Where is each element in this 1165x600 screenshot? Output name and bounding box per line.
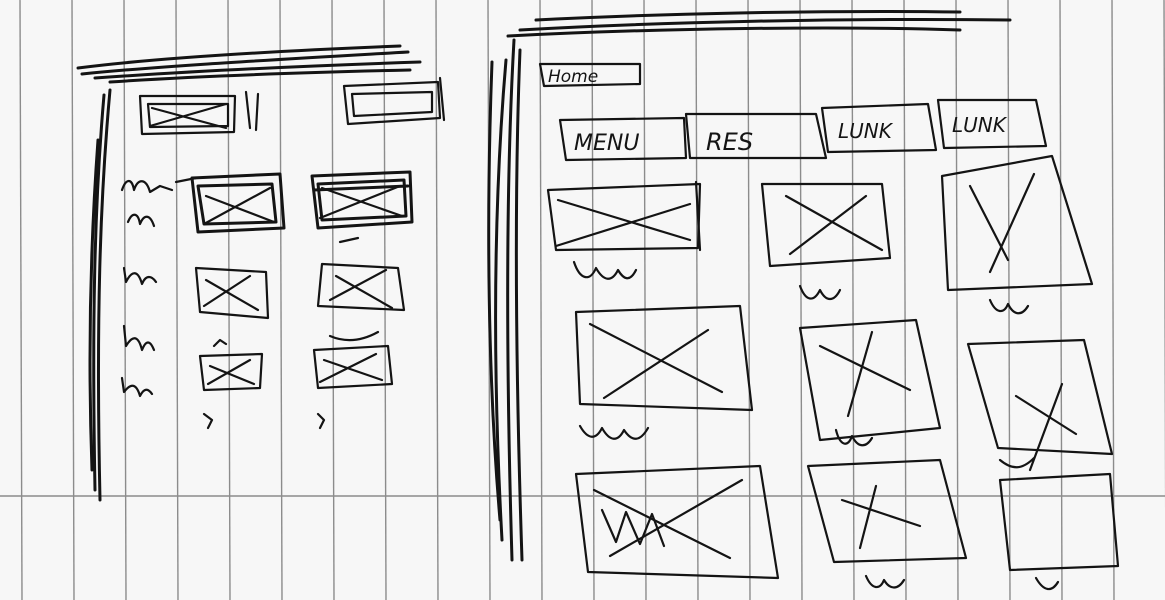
tab-lunk-2[interactable]: LUNK xyxy=(936,98,1048,150)
grid-card-r1c2[interactable] xyxy=(760,182,892,301)
grid-card-r1c3-caption xyxy=(988,298,1030,315)
tab-menu-label: MENU xyxy=(574,131,639,156)
grid-card-r2c3[interactable] xyxy=(966,338,1114,472)
rule-vertical xyxy=(643,0,647,600)
tab-menu[interactable]: MENU xyxy=(558,116,688,162)
left-vertical-frame xyxy=(88,88,112,502)
rule-vertical xyxy=(71,0,75,600)
rule-vertical xyxy=(19,0,23,600)
rule-vertical xyxy=(1163,0,1165,511)
rule-vertical xyxy=(799,0,803,600)
left-thumb-b1 xyxy=(310,170,414,244)
tab-res-label: RES xyxy=(706,128,753,156)
left-footer-marks xyxy=(202,412,326,430)
rule-vertical xyxy=(279,0,283,600)
left-thumb-a1 xyxy=(174,172,286,234)
grid-card-r2c3-caption xyxy=(998,456,1036,469)
right-wireframe: Home MENU RES LUNK LUNK xyxy=(487,9,1120,591)
right-vertical-frame xyxy=(487,38,524,562)
left-row-labels xyxy=(120,179,174,398)
rule-vertical xyxy=(175,0,179,600)
grid-card-r3c1[interactable] xyxy=(574,464,780,580)
rule-vertical xyxy=(1007,0,1011,600)
left-wireframe xyxy=(76,44,446,502)
tab-lunk-2-label: LUNK xyxy=(952,113,1008,137)
grid-card-r3c2-caption xyxy=(864,574,906,589)
rule-vertical xyxy=(539,0,543,600)
grid-card-r3c3-caption xyxy=(1034,576,1060,591)
rule-vertical xyxy=(435,0,439,600)
grid-card-r2c2[interactable] xyxy=(798,318,942,447)
rule-vertical xyxy=(591,0,595,600)
rule-vertical xyxy=(227,0,231,600)
grid-card-r3c3[interactable] xyxy=(998,472,1120,591)
rule-vertical xyxy=(747,0,751,600)
left-thumb-a3 xyxy=(198,338,264,392)
left-header-box-2 xyxy=(342,76,446,126)
right-top-bar xyxy=(506,9,1012,38)
left-header-box-1 xyxy=(138,90,260,136)
grid-card-r1c1[interactable] xyxy=(546,180,702,280)
left-top-bar xyxy=(76,44,422,84)
grid-card-r1c2-caption xyxy=(798,284,842,301)
rule-vertical xyxy=(903,0,907,600)
rule-vertical xyxy=(851,0,855,600)
grid-card-r1c1-caption xyxy=(572,260,638,280)
grid-card-r3c2[interactable] xyxy=(806,458,968,589)
rule-vertical xyxy=(1059,0,1063,600)
left-thumb-b3 xyxy=(312,344,394,390)
rule-vertical xyxy=(955,0,959,600)
tab-res[interactable]: RES xyxy=(684,112,828,160)
rule-vertical xyxy=(695,0,699,600)
grid-card-r1c3[interactable] xyxy=(940,154,1094,315)
rule-vertical xyxy=(331,0,335,600)
left-thumb-b2 xyxy=(316,262,406,342)
home-label: Home xyxy=(548,67,598,87)
grid-card-r2c1[interactable] xyxy=(574,304,754,440)
left-thumb-a2 xyxy=(194,266,270,320)
rule-vertical xyxy=(383,0,387,600)
tab-lunk-1[interactable]: LUNK xyxy=(820,102,938,154)
rule-vertical xyxy=(1111,0,1115,600)
rule-vertical xyxy=(123,0,127,600)
grid-card-r2c1-caption xyxy=(578,424,650,440)
grid-card-r2c2-caption xyxy=(834,428,874,447)
home-link[interactable]: Home xyxy=(538,62,642,88)
tab-lunk-1-label: LUNK xyxy=(838,119,894,143)
